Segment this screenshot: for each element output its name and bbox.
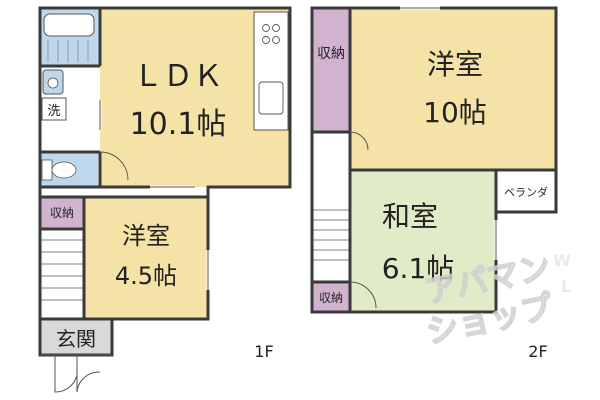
stair-steps [40,239,84,301]
stairs-1f [40,229,84,319]
openings-2f [349,6,498,309]
storage-1f [40,197,84,229]
japanese-room [350,170,496,312]
ldk-size: 10.1帖 [130,107,227,142]
entrance-label: 玄関 [56,327,96,351]
japanese-size: 6.1帖 [382,252,455,285]
ldk-name: ＬＤＫ [133,59,223,94]
washer-space [41,97,67,121]
openings-1f [40,100,210,393]
floor-2-label: 2F [528,342,547,361]
veranda [496,170,556,212]
floor-2: 収納 洋室 10帖 収納 和室 6.1帖 ベランダ [310,6,558,361]
toilet-icon [41,159,53,181]
western-1f-name: 洋室 [122,222,170,250]
western-room-2f [350,8,556,170]
japanese-name: 和室 [382,200,438,233]
watermark-small-w: W [553,251,571,270]
storage-large-label: 収納 [317,46,345,62]
western-room-1f [84,197,208,319]
storage-1f-label: 収納 [50,206,74,220]
storage-small-2f [312,282,350,312]
bathtub-icon [43,13,95,37]
floor-1: 洗 ＬＤＫ 10.1帖 収納 UP 洋室 [38,6,292,393]
western-2f-name: 洋室 [427,48,483,81]
storage-large-2f [312,8,350,132]
stairs-2f [312,200,350,282]
floor-1-label: 1F [254,342,273,361]
watermark-small-l: L [561,277,571,296]
wash-label: 洗 [47,104,60,119]
sink-icon [258,81,284,115]
stair-steps-2f [312,209,350,261]
western-1f-size: 4.5帖 [115,262,177,290]
storage-small-label: 収納 [319,291,343,305]
western-2f-size: 10帖 [423,96,487,129]
entrance [40,319,112,355]
veranda-label: ベランダ [504,185,548,199]
stove-icon [262,24,270,32]
